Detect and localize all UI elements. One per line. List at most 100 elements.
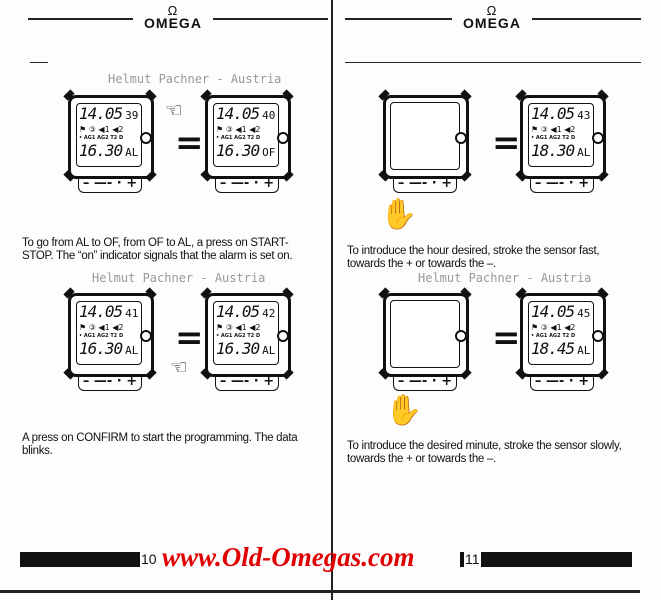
finger-stroke-icon: ✋ xyxy=(380,197,418,232)
blank-display xyxy=(390,300,460,368)
equals-sign: = xyxy=(175,318,204,358)
equals-sign: = xyxy=(492,318,521,358)
crown-button xyxy=(592,132,604,144)
time-readout: 14.05 xyxy=(531,302,575,321)
time-readout: 14.05 xyxy=(79,302,123,321)
website-watermark: www.Old-Omegas.com xyxy=(162,542,415,572)
seconds-readout: 40 xyxy=(262,109,276,122)
pointing-hand-icon: ☜ xyxy=(170,355,188,379)
alarm-mode: AL xyxy=(262,344,276,357)
alarm-time-readout: 16.30 xyxy=(79,339,123,358)
alarm-time-readout: 16.30 xyxy=(216,339,260,358)
seconds-readout: 42 xyxy=(262,307,276,320)
page-number: 10 xyxy=(140,551,158,567)
time-readout: 14.05 xyxy=(531,104,575,123)
alarm-mode: AL xyxy=(577,146,591,159)
crown-button xyxy=(455,330,467,342)
instruction-text: To introduce the desired minute, stroke … xyxy=(347,440,622,465)
watch-case xyxy=(383,293,469,377)
rule-left xyxy=(30,62,48,63)
blank-display xyxy=(390,102,460,170)
alarm-mode: AL xyxy=(125,146,139,159)
page-number: 11 xyxy=(464,551,481,567)
indicator-labels: • AG1 AG2 T2 D xyxy=(531,135,576,141)
page-divider xyxy=(331,0,333,600)
equals-sign: = xyxy=(175,123,204,163)
seconds-readout: 39 xyxy=(125,109,139,122)
indicator-labels: • AG1 AG2 T2 D xyxy=(79,333,124,339)
sensor-band: – —- · + xyxy=(78,375,142,391)
sensor-band: – —- · + xyxy=(393,375,457,391)
seconds-readout: 41 xyxy=(125,307,139,320)
instruction-text: A press on CONFIRM to start the programm… xyxy=(22,432,298,457)
crown-button xyxy=(277,330,289,342)
alarm-time-readout: 16.30 xyxy=(216,141,260,160)
time-readout: 14.05 xyxy=(216,104,260,123)
alarm-mode: AL xyxy=(125,344,139,357)
watch-illustration: – —- · + xyxy=(378,89,472,195)
sensor-band: – —- · + xyxy=(78,177,142,193)
bottom-rule xyxy=(0,590,640,593)
watch-case xyxy=(383,95,469,179)
alarm-time-readout: 18.45 xyxy=(531,339,575,358)
indicator-icons: ⚑ ③ ◀1 ◀2 xyxy=(531,323,576,332)
crown-button xyxy=(592,330,604,342)
sensor-band: – —- · + xyxy=(530,177,594,193)
indicator-labels: • AG1 AG2 T2 D xyxy=(531,333,576,339)
sensor-band: – —- · + xyxy=(215,375,279,391)
pointing-hand-icon: ☜ xyxy=(165,98,183,122)
alarm-mode: OF xyxy=(262,146,276,159)
watch-illustration: – —- · + xyxy=(378,287,472,393)
indicator-labels: • AG1 AG2 T2 D xyxy=(216,333,261,339)
indicator-labels: • AG1 AG2 T2 D xyxy=(216,135,261,141)
crown-button xyxy=(455,132,467,144)
watermark: Helmut Pachner - Austria xyxy=(418,271,592,285)
time-readout: 14.05 xyxy=(79,104,123,123)
sensor-band: – —- · + xyxy=(530,375,594,391)
crown-button xyxy=(277,132,289,144)
indicator-icons: ⚑ ③ ◀1 ◀2 xyxy=(531,125,576,134)
watermark: Helmut Pachner - Austria xyxy=(108,72,282,86)
sensor-band: – —- · + xyxy=(393,177,457,193)
finger-stroke-icon: ✋ xyxy=(385,393,423,428)
rule-right xyxy=(345,62,641,63)
indicator-labels: • AG1 AG2 T2 D xyxy=(79,135,124,141)
indicator-icons: ⚑ ③ ◀1 ◀2 xyxy=(216,323,261,332)
seconds-readout: 45 xyxy=(577,307,591,320)
crown-button xyxy=(140,132,152,144)
indicator-icons: ⚑ ③ ◀1 ◀2 xyxy=(216,125,261,134)
watermark: Helmut Pachner - Austria xyxy=(92,271,266,285)
footer-bar-left xyxy=(20,552,150,567)
instruction-text: To go from AL to OF, from OF to AL, a pr… xyxy=(22,237,293,262)
footer-bar-right xyxy=(460,552,632,567)
sensor-band: – —- · + xyxy=(215,177,279,193)
instruction-text: To introduce the hour desired, stroke th… xyxy=(347,245,600,270)
indicator-icons: ⚑ ③ ◀1 ◀2 xyxy=(79,323,124,332)
crown-button xyxy=(140,330,152,342)
time-readout: 14.05 xyxy=(216,302,260,321)
alarm-time-readout: 16.30 xyxy=(79,141,123,160)
alarm-time-readout: 18.30 xyxy=(531,141,575,160)
equals-sign: = xyxy=(492,123,521,163)
